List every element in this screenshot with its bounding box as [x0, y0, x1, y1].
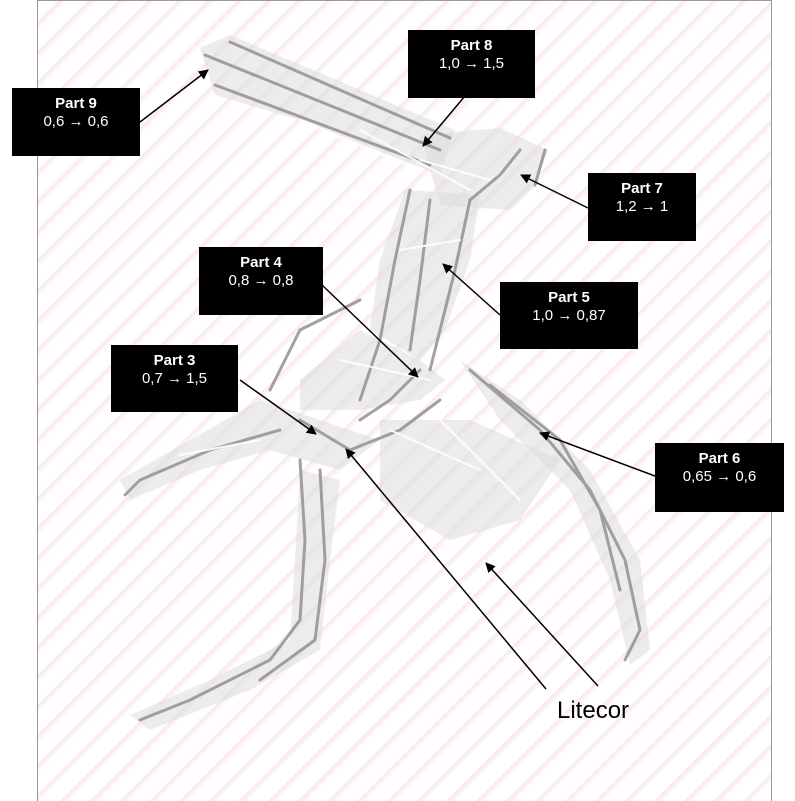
- label-part-9-value: 0,6 → 0,6: [12, 113, 140, 131]
- label-part-3-name: Part 3: [111, 352, 238, 370]
- label-part-5-value: 1,0 → 0,87: [500, 307, 638, 325]
- label-part-6: Part 6 0,65 → 0,6: [655, 443, 784, 512]
- label-part-8-value: 1,0 → 1,5: [408, 55, 535, 73]
- label-part-3-value: 0,7 → 1,5: [111, 370, 238, 388]
- label-part-4: Part 4 0,8 → 0,8: [199, 247, 323, 315]
- label-part-5: Part 5 1,0 → 0,87: [500, 282, 638, 349]
- label-part-8: Part 8 1,0 → 1,5: [408, 30, 535, 98]
- arrow-part-9: [140, 70, 208, 122]
- litecor-caption: Litecor: [557, 697, 629, 725]
- arrow-part-7: [521, 175, 588, 208]
- label-part-5-name: Part 5: [500, 289, 638, 307]
- label-part-6-value: 0,65 → 0,6: [655, 468, 784, 486]
- label-part-4-name: Part 4: [199, 254, 323, 272]
- label-part-3: Part 3 0,7 → 1,5: [111, 345, 238, 412]
- label-part-7-name: Part 7: [588, 180, 696, 198]
- label-part-9-name: Part 9: [12, 95, 140, 113]
- label-part-9: Part 9 0,6 → 0,6: [12, 88, 140, 156]
- label-part-7: Part 7 1,2 → 1: [588, 173, 696, 241]
- label-part-6-name: Part 6: [655, 450, 784, 468]
- label-part-7-value: 1,2 → 1: [588, 198, 696, 216]
- label-part-4-value: 0,8 → 0,8: [199, 272, 323, 290]
- label-part-8-name: Part 8: [408, 37, 535, 55]
- arrow-litecor-right: [486, 563, 598, 686]
